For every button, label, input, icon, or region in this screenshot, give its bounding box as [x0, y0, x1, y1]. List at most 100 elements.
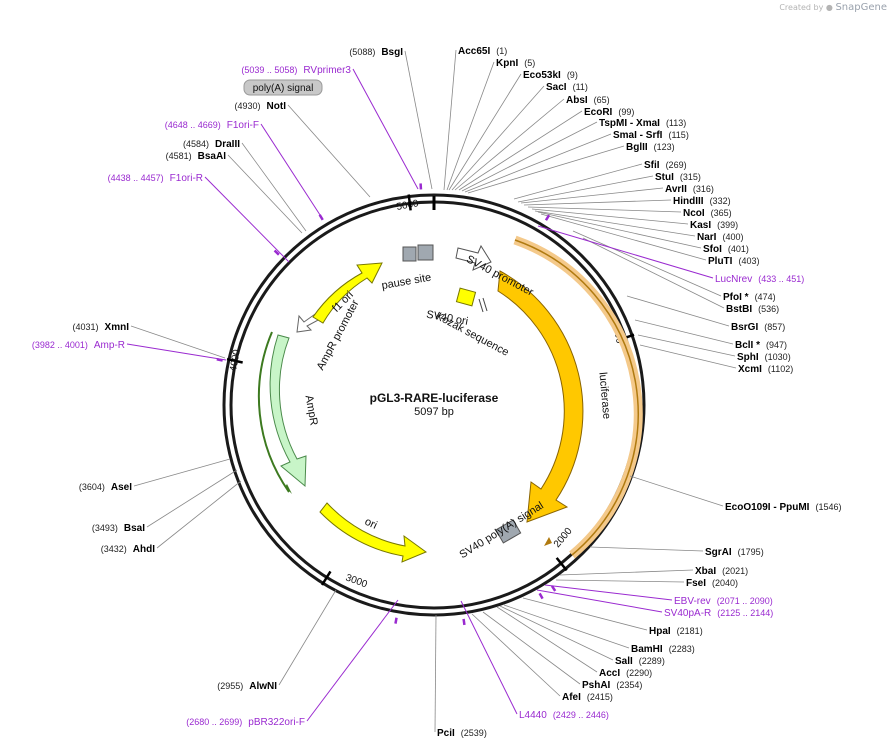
leader-absi — [454, 98, 565, 191]
site-label-nari: NarI(400) — [697, 232, 743, 243]
leader-bcli- — [634, 319, 734, 345]
snapgene-name: SnapGene — [835, 2, 887, 13]
site-label-kasi: KasI(399) — [690, 220, 738, 231]
site-position: (4584) — [183, 139, 209, 149]
site-label-bcli-: BclI *(947) — [735, 340, 787, 351]
primer-name: Amp-R — [94, 340, 125, 351]
enzyme-name: AseI — [111, 482, 132, 493]
enzyme-name: StuI — [655, 172, 674, 183]
enzyme-name: BclI * — [735, 340, 760, 351]
site-position: (399) — [717, 220, 738, 230]
primer-leader-l4440 — [460, 600, 518, 715]
primer-name: pBR322ori-F — [248, 717, 305, 728]
enzyme-name: SgrAI — [705, 547, 732, 558]
site-position: (123) — [654, 142, 675, 152]
snapgene-logo-icon: ● — [825, 3, 833, 12]
tick-5000 — [407, 194, 412, 211]
sv40-promoter-arrow — [455, 244, 492, 271]
primer-range: (4438 .. 4457) — [108, 173, 164, 183]
leader-pshai — [482, 611, 581, 685]
site-label-smai-srfi: SmaI - SrfI(115) — [613, 130, 689, 141]
site-position: (2415) — [587, 692, 613, 702]
site-position: (3493) — [92, 523, 118, 533]
enzyme-name: Acc65I — [458, 46, 490, 57]
enzyme-name: SacI — [546, 82, 567, 93]
primer-label-ebv-rev: EBV-rev(2071 .. 2090) — [674, 596, 773, 607]
primer-site-f1ori-r — [273, 249, 280, 256]
site-label-sfii: SfiI(269) — [644, 160, 687, 171]
site-label-bamhi: BamHI(2283) — [631, 644, 695, 655]
leader-kasi — [531, 208, 689, 225]
leader-avrii — [520, 187, 664, 204]
site-label-ecoo109i-ppumi: EcoO109I - PpuMI(1546) — [725, 502, 841, 513]
site-position: (2955) — [217, 681, 243, 691]
site-position: (4581) — [166, 151, 192, 161]
enzyme-name: DraIII — [215, 139, 240, 150]
leader-bsai — [146, 469, 238, 528]
site-position: (332) — [710, 196, 731, 206]
site-label-tspmi-xmai: TspMI - XmaI(113) — [599, 118, 686, 129]
site-label-bsrgi: BsrGI(857) — [731, 322, 785, 333]
created-by-text: Created by — [779, 3, 824, 12]
primer-range: (5039 .. 5058) — [241, 65, 297, 75]
backbone-outer-ring — [222, 193, 646, 617]
site-label-absi: AbsI(65) — [566, 95, 610, 106]
site-labels: Acc65I(1)KpnI(5)Eco53kI(9)SacI(11)AbsI(6… — [32, 46, 842, 739]
site-position: (1030) — [765, 352, 791, 362]
primer-site-l4440 — [462, 618, 466, 626]
primer-label-amp-r: (3982 .. 4001)Amp-R — [32, 340, 125, 351]
leader-stui — [517, 175, 654, 203]
f1-ori-arrow — [312, 262, 383, 324]
site-position: (115) — [668, 130, 688, 140]
primer-leader-pbr322ori-f — [306, 599, 399, 722]
leader-xmni — [130, 325, 226, 359]
enzyme-name: SphI — [737, 352, 759, 363]
leader-bstbi — [582, 237, 725, 309]
primer-range: (433 .. 451) — [758, 274, 804, 284]
enzyme-name: BamHI — [631, 644, 663, 655]
plasmid-name: pGL3-RARE-luciferase — [370, 391, 499, 405]
site-position: (474) — [755, 292, 776, 302]
primer-label-f1ori-r: (4438 .. 4457)F1ori-R — [108, 173, 203, 184]
tick-label-2000: 2000 — [552, 525, 575, 549]
site-label-ecori: EcoRI(99) — [584, 107, 634, 118]
site-position: (2539) — [461, 728, 487, 738]
leader-smai-srfi — [464, 133, 612, 193]
primer-site-ebv-rev — [550, 585, 557, 592]
site-position: (316) — [693, 184, 714, 194]
sv40-polya-label: SV40 poly(A) signal — [457, 500, 545, 561]
primer-label-rvprimer3: (5039 .. 5058)RVprimer3 — [241, 65, 351, 76]
primer-site-pbr322ori-f — [394, 617, 398, 624]
luciferase-outer-arrowhead — [544, 537, 552, 546]
leader-xcmi — [639, 344, 737, 369]
leader-alwni — [278, 589, 337, 686]
site-label-ahdi: (3432)AhdI — [101, 544, 155, 555]
site-label-fsei: FseI(2040) — [686, 578, 738, 589]
site-label-noti: (4930)NotI — [235, 101, 287, 112]
leader-ncoi — [527, 206, 682, 213]
primer-label-lucnrev: LucNrev(433 .. 451) — [715, 274, 804, 285]
pause-site-box-2 — [417, 244, 434, 261]
ori-arrow — [319, 502, 428, 563]
leader-hindiii — [523, 199, 672, 206]
site-label-stui: StuI (315) — [655, 172, 701, 183]
leader-sfoi — [537, 211, 702, 249]
site-label-acc65i: Acc65I(1) — [458, 46, 507, 57]
ampr-outer-line — [257, 331, 290, 493]
site-label-sfoi: SfoI(401) — [703, 244, 749, 255]
site-position: (2289) — [639, 656, 665, 666]
site-position: (315) — [680, 172, 701, 182]
primer-leader-f1ori-f — [260, 123, 323, 219]
primer-site-lucnrev — [544, 214, 551, 221]
site-position: (4930) — [235, 101, 261, 111]
leader-lines — [126, 49, 737, 733]
leader-sfii — [513, 163, 643, 200]
leader-pfoi- — [572, 230, 722, 297]
site-label-asei: (3604)AseI — [79, 482, 132, 493]
site-label-pshai: PshAI(2354) — [582, 680, 642, 691]
site-label-sphi: SphI (1030) — [737, 352, 791, 363]
site-position: (113) — [666, 118, 686, 128]
primer-label-pbr322ori-f: (2680 .. 2699)pBR322ori-F — [186, 717, 305, 728]
enzyme-name: PfoI * — [723, 292, 749, 303]
site-label-eco53ki: Eco53kI(9) — [523, 70, 578, 81]
